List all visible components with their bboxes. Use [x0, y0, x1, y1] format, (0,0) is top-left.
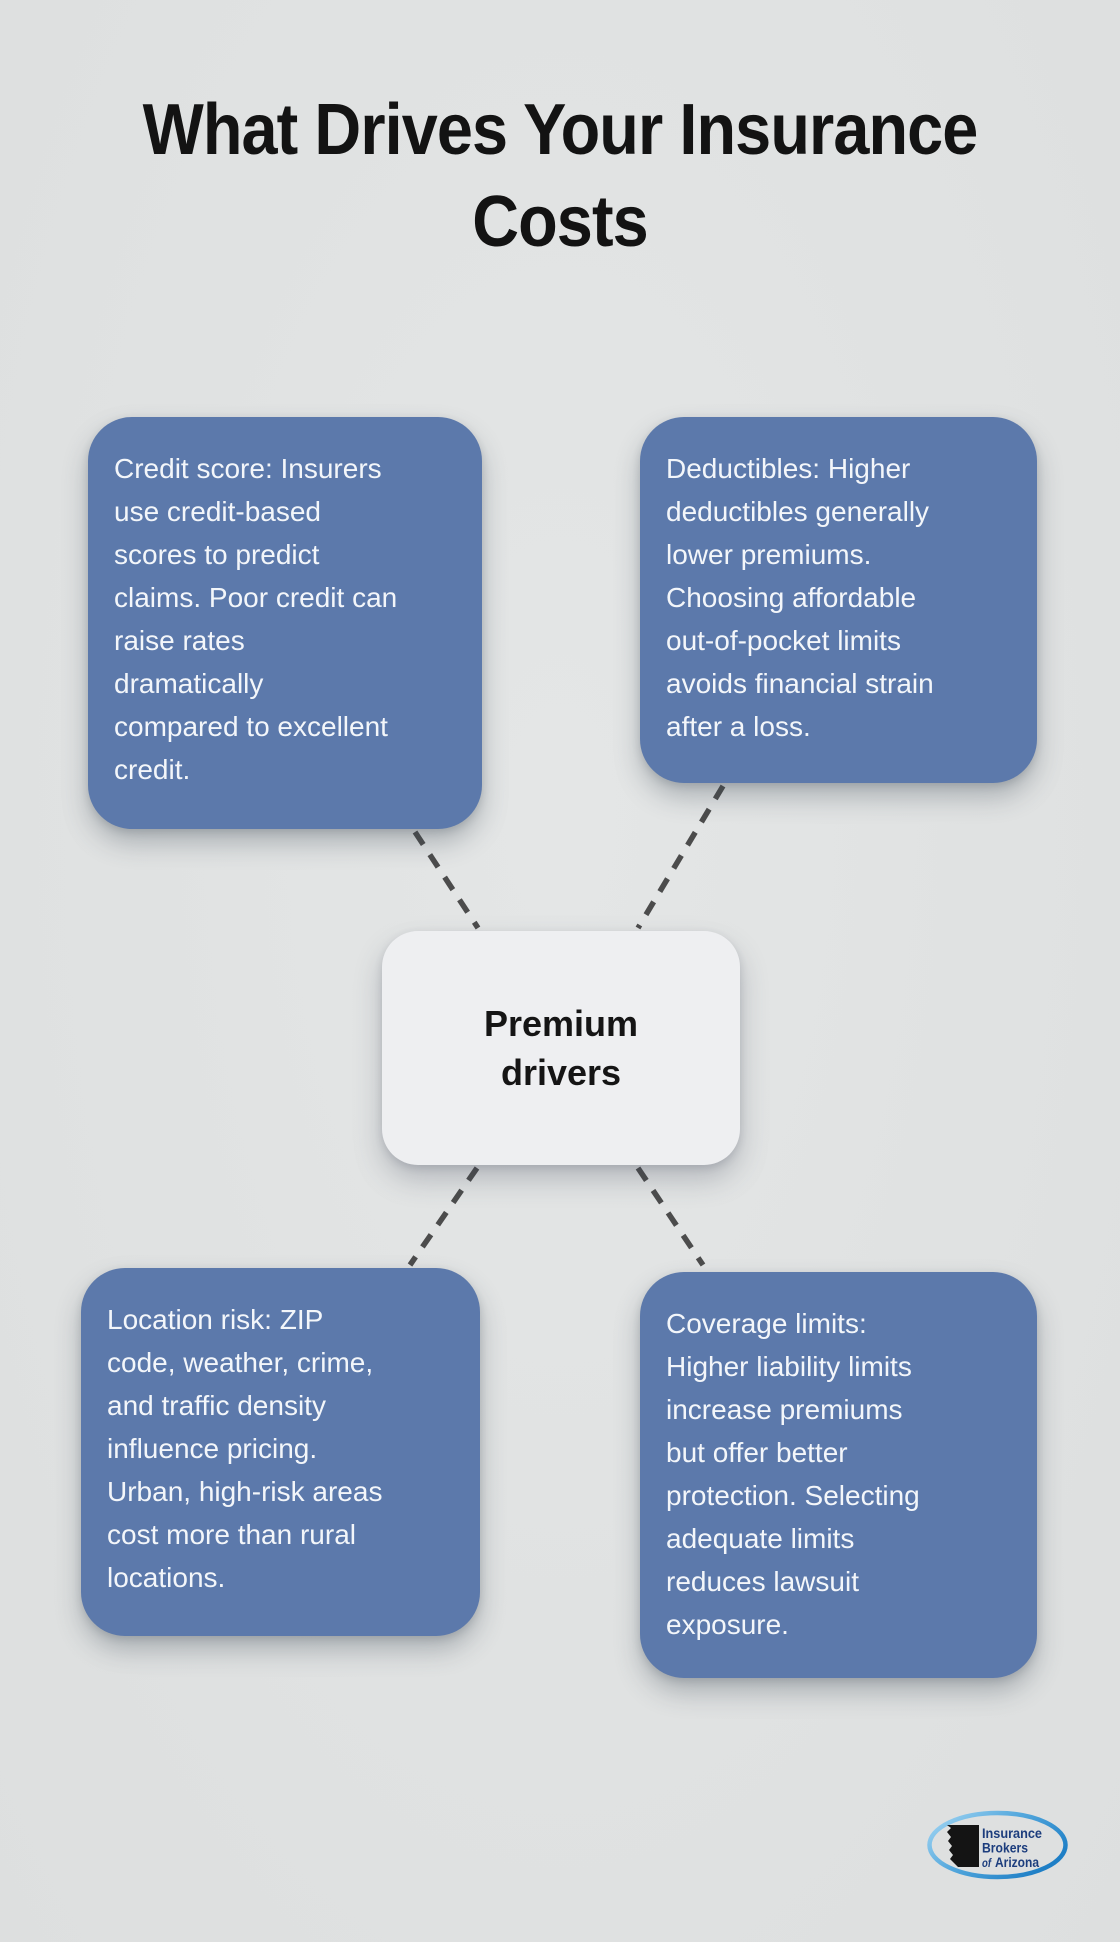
- factor-card-text: Credit score: Insurers use credit-based …: [114, 453, 398, 785]
- factor-card-text: Location risk: ZIP code, weather, crime,…: [107, 1304, 383, 1593]
- center-node-label: Premium drivers: [483, 1003, 639, 1093]
- connector-line-top-right: [635, 784, 726, 930]
- arizona-state-icon: [947, 1825, 979, 1867]
- connector-line-bottom-right: [635, 1166, 706, 1267]
- logo-swoosh-ellipse: [927, 1810, 1068, 1880]
- logo-text-arizona: Arizona: [995, 1854, 1039, 1870]
- page-title: What Drives Your Insurance Costs: [142, 90, 979, 262]
- logo-text-of: of: [982, 1856, 992, 1870]
- connector-line-bottom-left: [407, 1166, 480, 1267]
- brand-logo: Insurance Brokers of Arizona: [927, 1810, 1068, 1880]
- factor-card-location-risk: Location risk: ZIP code, weather, crime,…: [81, 1268, 480, 1636]
- factor-card-credit-score: Credit score: Insurers use credit-based …: [88, 417, 482, 829]
- factor-card-deductibles: Deductibles: Higher deductibles generall…: [640, 417, 1037, 783]
- logo-text-brokers: Brokers: [982, 1840, 1028, 1856]
- logo-text-insurance: Insurance: [982, 1825, 1042, 1841]
- factor-card-text: Coverage limits: Higher liability limits…: [666, 1308, 920, 1640]
- connector-line-top-left: [412, 830, 481, 930]
- center-node-premium-drivers: Premium drivers: [382, 931, 740, 1165]
- factor-card-text: Deductibles: Higher deductibles generall…: [666, 453, 934, 742]
- factor-card-coverage-limits: Coverage limits: Higher liability limits…: [640, 1272, 1037, 1678]
